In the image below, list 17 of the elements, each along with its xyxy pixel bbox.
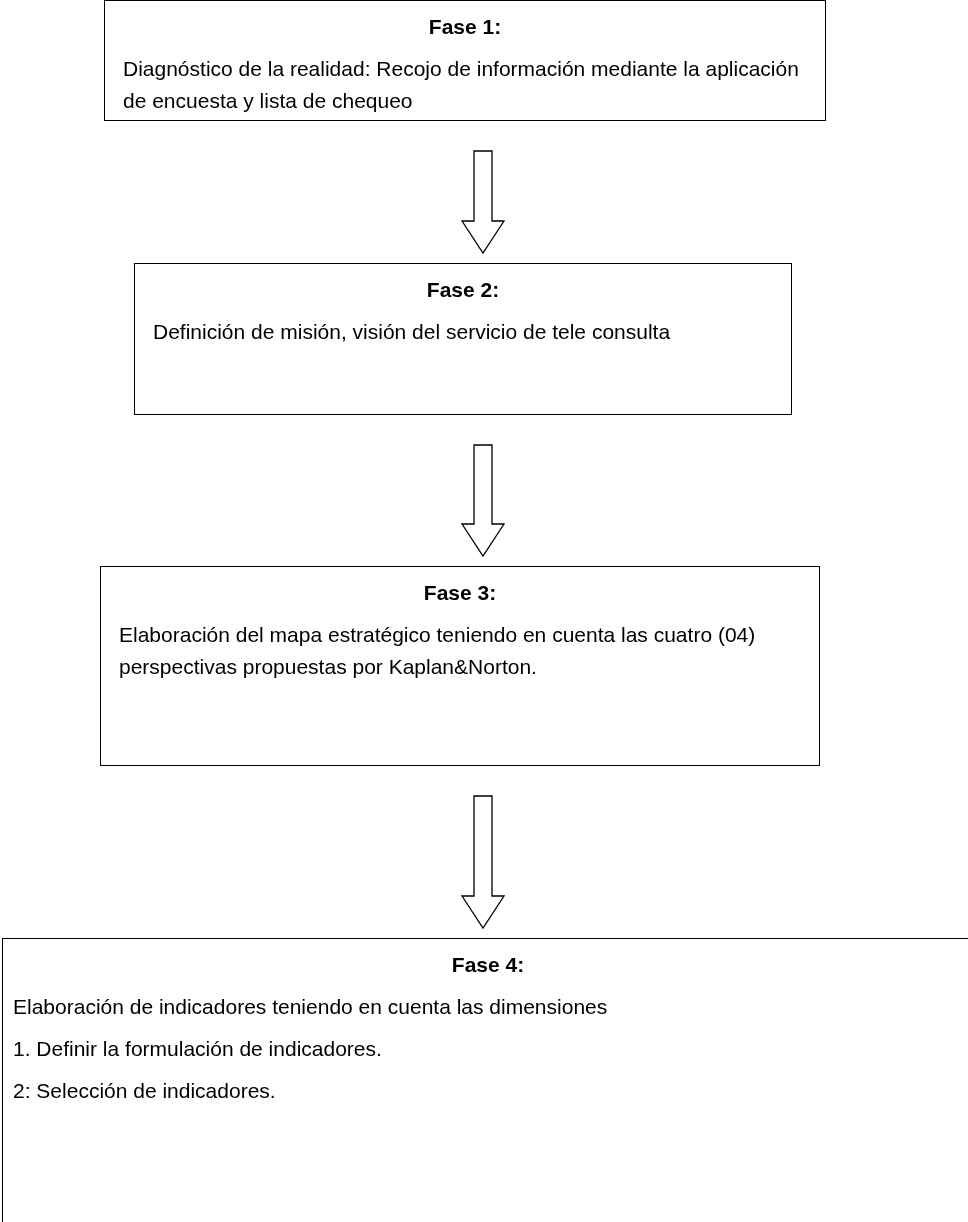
phase-description: 1. Definir la formulación de indicadores. [13,1036,383,1062]
block-arrow [460,150,506,255]
phase-description: 2: Selección de indicadores. [13,1078,277,1104]
phase-description: Definición de misión, visión del servicio de tele consulta [153,319,672,345]
phase-heading: Fase 2: [425,278,501,302]
block-arrow [460,444,506,558]
phase-heading: Fase 4: [450,953,526,977]
phase-description: Elaboración del mapa estratégico teniendo en cuenta las cuatro (04) perspectivas propuestas por Kaplan&Norton. [119,622,757,680]
phase-heading: Fase 1: [427,15,503,39]
process-box [100,566,820,766]
block-arrow [460,795,506,930]
phase-description: Elaboración de indicadores teniendo en cuenta las dimensiones [13,994,609,1020]
process-box [134,263,792,415]
phase-description: Diagnóstico de la realidad: Recojo de información mediante la aplicación de encuesta y lista de chequeo [123,56,800,114]
phase-heading: Fase 3: [422,581,498,605]
process-box [104,0,826,121]
process-box [2,938,968,1222]
